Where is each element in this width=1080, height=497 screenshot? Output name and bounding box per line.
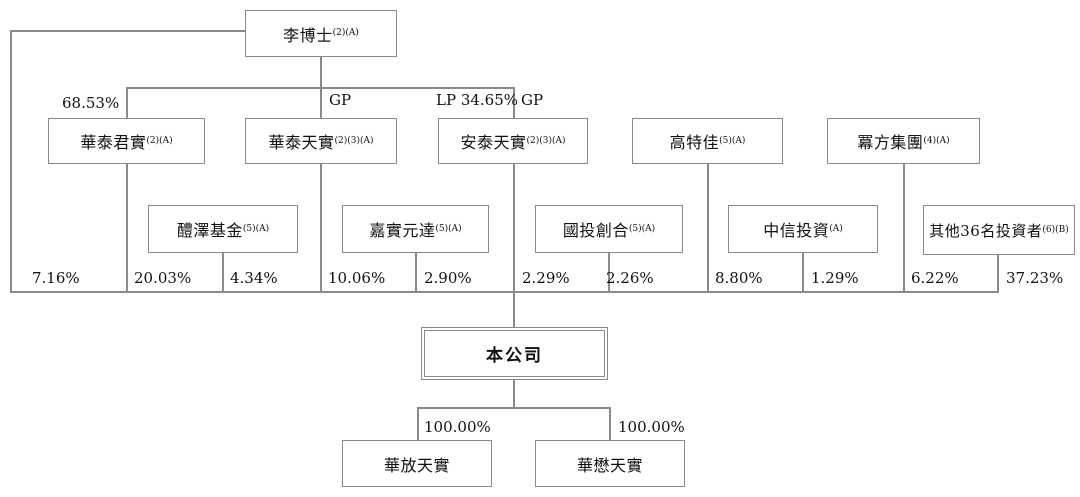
node-label: 醴澤基金: [176, 221, 243, 240]
ownership-label-huafang: 100.00%: [424, 418, 491, 436]
node-gaoteja: 高特佳(5)(A): [632, 118, 783, 164]
connector-company-down: [513, 380, 515, 408]
node-label: 本公司: [486, 346, 543, 366]
node-label: 華泰君實: [80, 133, 147, 152]
connector-guotou-down: [608, 253, 610, 292]
connector-zhongxin-down: [802, 253, 804, 292]
connector-other-down: [997, 253, 999, 292]
connector-to-company: [513, 291, 515, 327]
node-lize-jijin: 醴澤基金(5)(A): [148, 205, 298, 253]
node-huamao-tianshi: 華懋天實: [535, 440, 685, 487]
ownership-label-lize: 4.34%: [230, 269, 278, 287]
node-mifang-jituan: 冪方集團(4)(A): [827, 118, 980, 164]
node-label: 嘉實元達: [369, 221, 436, 240]
connector-junshi-down: [126, 164, 128, 292]
connector-jiashi-down: [415, 253, 417, 292]
ownership-label-tianshi: 10.06%: [328, 269, 386, 287]
ownership-label-junshi: 68.53%: [62, 94, 120, 112]
footnote-marker: (5)(A): [719, 135, 746, 146]
node-label: 國投創合: [562, 221, 629, 240]
ownership-label-guotou: 2.26%: [606, 269, 654, 287]
ownership-label-gaoteja: 8.80%: [715, 269, 763, 287]
connector-to-huafang: [417, 407, 419, 440]
footnote-marker: (5)(A): [435, 223, 462, 234]
connector-subsidiary-split: [417, 407, 611, 409]
connector-to-junshi: [126, 87, 128, 118]
footnote-marker: (6)(B): [1042, 224, 1069, 235]
node-huatai-junshi: 華泰君實(2)(A): [48, 118, 205, 164]
footnote-marker: (A): [829, 223, 843, 234]
node-other-investors: 其他36名投資者(6)(B): [923, 205, 1075, 255]
footnote-marker: (2)(A): [332, 28, 359, 38]
ownership-label-zhongxin: 1.29%: [811, 269, 859, 287]
node-label: 華泰天實: [268, 133, 335, 152]
node-huafang-tianshi: 華放天實: [342, 440, 492, 487]
connector-antai-down: [513, 164, 515, 292]
ownership-label-antai: 2.29%: [522, 269, 570, 287]
node-zhongxin-touzi: 中信投資(A): [728, 205, 878, 253]
footnote-marker: (4)(A): [923, 135, 950, 146]
node-huatai-tianshi: 華泰天實(2)(3)(A): [245, 118, 397, 164]
connector-tianshi-down: [320, 164, 322, 292]
node-label: 冪方集團: [857, 133, 924, 152]
node-jiashi-yuanda: 嘉實元達(5)(A): [342, 205, 489, 253]
connector-collector-line: [10, 291, 999, 293]
node-label: 安泰天實: [460, 133, 527, 152]
ownership-label-jiashi: 2.90%: [424, 269, 472, 287]
node-label: 其他36名投資者: [929, 221, 1043, 240]
ownership-label-other: 37.23%: [1006, 269, 1064, 287]
footnote-marker: (2)(3)(A): [334, 135, 374, 146]
ownership-label-li: 7.16%: [32, 269, 80, 287]
connector-li-distribution: [126, 87, 515, 89]
footnote-marker: (2)(A): [146, 135, 173, 146]
connector-li-left-top: [10, 30, 247, 32]
ownership-label-huamao: 100.00%: [618, 418, 685, 436]
node-li-boshi: 李博士(2)(A): [245, 10, 397, 57]
node-label: 高特佳: [669, 133, 720, 152]
node-guotou-chuanghe: 國投創合(5)(A): [535, 205, 683, 253]
ownership-label-junshi-company: 20.03%: [134, 269, 192, 287]
footnote-marker: (5)(A): [242, 223, 270, 234]
connector-li-left-vertical: [10, 30, 12, 292]
node-company: 本公司: [421, 327, 608, 380]
connector-lize-down: [222, 253, 224, 292]
footnote-marker: (5)(A): [628, 223, 656, 234]
node-label: 華懋天實: [576, 455, 643, 475]
connector-to-huamao: [609, 407, 611, 440]
node-label: 中信投資: [763, 221, 830, 240]
connector-to-antai: [513, 87, 515, 118]
connector-gaoteja-down: [707, 164, 709, 292]
connector-mifang-down: [903, 164, 905, 292]
footnote-marker: (2)(3)(A): [526, 135, 566, 146]
node-antai-tianshi: 安泰天實(2)(3)(A): [438, 118, 588, 164]
ownership-label-mifang: 6.22%: [911, 269, 959, 287]
gp-label-tianshi: GP: [329, 91, 352, 109]
node-label: 李博士: [283, 25, 333, 45]
lp-label-antai: LP 34.65%: [436, 91, 519, 109]
gp-label-antai: GP: [521, 91, 544, 109]
node-label: 華放天實: [383, 455, 450, 475]
